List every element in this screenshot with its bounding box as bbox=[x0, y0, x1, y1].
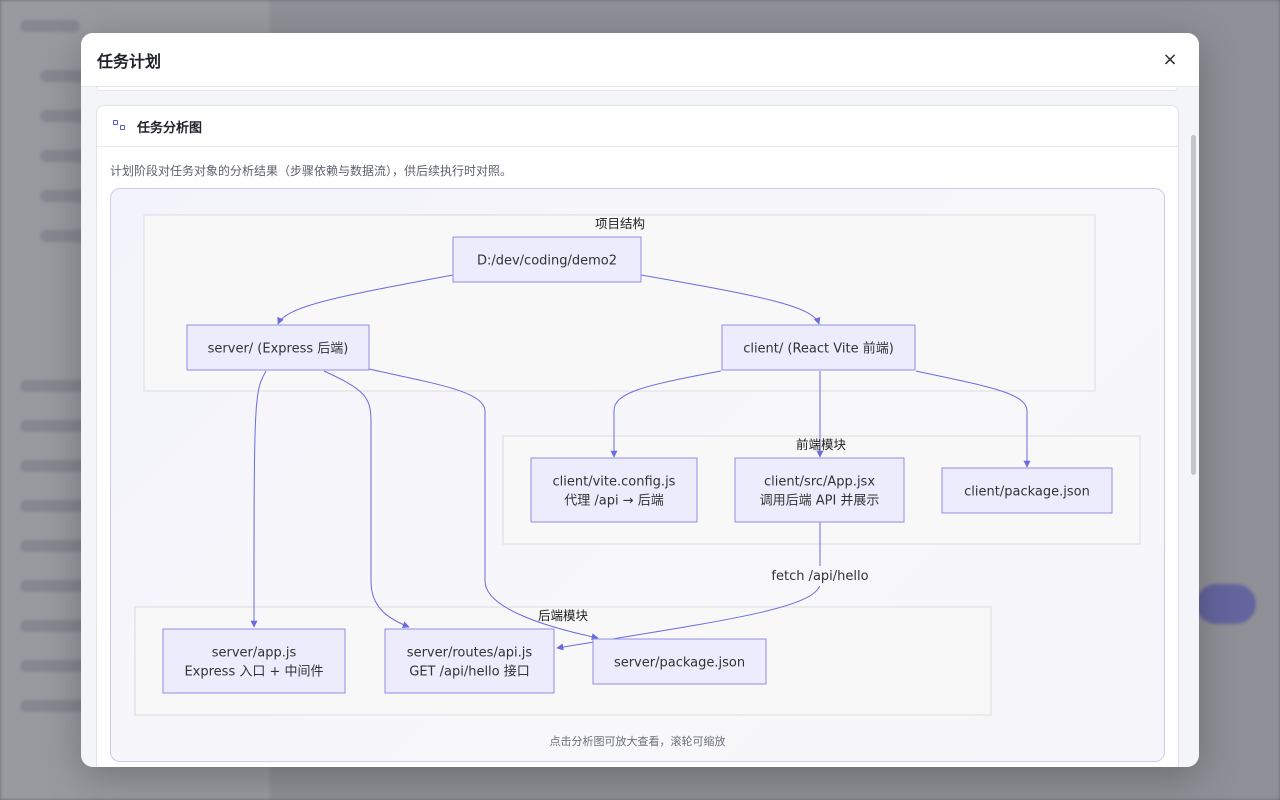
diagram-node-spkg[interactable] bbox=[592, 638, 767, 685]
group-label-g3: 后端模块 bbox=[538, 608, 589, 623]
background-placeholder bbox=[20, 20, 80, 32]
group-label-g1: 项目结构 bbox=[595, 216, 645, 231]
diagram-node-label: server/routes/api.js bbox=[407, 646, 533, 661]
modal-header: 任务计划 × bbox=[81, 33, 1199, 87]
diagram-node-label: client/vite.config.js bbox=[553, 475, 676, 490]
edge-label-fetch: fetch /api/hello bbox=[771, 569, 868, 584]
diagram-node-label: Express 入口 + 中间件 bbox=[184, 665, 323, 680]
diagram-node-label: D:/dev/coding/demo2 bbox=[477, 254, 617, 269]
edge-label-bg bbox=[770, 566, 870, 586]
diagram-node-label: server/package.json bbox=[614, 656, 745, 671]
diagram-node-label: server/ (Express 后端) bbox=[208, 342, 349, 357]
diagram-edge bbox=[610, 370, 722, 458]
diagram-node-server[interactable] bbox=[186, 324, 370, 371]
group-label-g2: 前端模块 bbox=[796, 437, 847, 452]
diagram-edge bbox=[250, 370, 267, 628]
task-analysis-card: 任务分析图 计划阶段对任务对象的分析结果（步骤依赖与数据流），供后续执行时对照。… bbox=[96, 105, 1179, 767]
diagram-canvas: D:/dev/coding/demo2 server/ (Express 后端) c… bbox=[134, 214, 1141, 716]
diagram-node-label: client/src/App.jsx bbox=[764, 475, 875, 490]
diagram-hint: 点击分析图可放大查看，滚轮可缩放 bbox=[549, 735, 726, 748]
background-accent-button bbox=[1196, 584, 1256, 624]
diagram-node-routes[interactable] bbox=[384, 628, 555, 694]
card-title: 任务分析图 bbox=[137, 120, 203, 136]
card-header: 任务分析图 bbox=[97, 106, 1178, 147]
modal-title: 任务计划 bbox=[97, 51, 162, 71]
diagram-node-label: client/package.json bbox=[964, 485, 1090, 500]
task-plan-modal: 任务计划 × 任务分析图 计划阶段对任务对象的分析结果（步骤依赖与数据流），供后… bbox=[81, 33, 1199, 767]
diagram-node-label: client/ (React Vite 前端) bbox=[743, 341, 894, 357]
diagram-node-root[interactable] bbox=[452, 236, 642, 283]
close-icon[interactable]: × bbox=[1162, 49, 1178, 70]
diagram-edge bbox=[640, 274, 821, 325]
diagram-edge bbox=[557, 522, 821, 648]
diagram-node-sapp[interactable] bbox=[162, 628, 346, 694]
diagram-node-label: 代理 /api → 后端 bbox=[564, 494, 664, 509]
previous-card-edge bbox=[96, 87, 1178, 91]
diagram-node-label: GET /api/hello 接口 bbox=[409, 664, 530, 680]
diagram-node-app[interactable] bbox=[734, 457, 905, 523]
diagram-node-cpkg[interactable] bbox=[941, 467, 1113, 514]
analysis-diagram[interactable]: D:/dev/coding/demo2 server/ (Express 后端) c… bbox=[110, 188, 1165, 762]
diagram-edge bbox=[323, 370, 410, 628]
card-description: 计划阶段对任务对象的分析结果（步骤依赖与数据流），供后续执行时对照。 bbox=[110, 164, 513, 178]
diagram-edge bbox=[915, 370, 1031, 468]
diagram-node-vite[interactable] bbox=[530, 457, 698, 523]
diagram-edge bbox=[277, 274, 454, 325]
flow-diagram-icon bbox=[113, 120, 127, 132]
diagram-node-label: 调用后端 API 并展示 bbox=[760, 494, 880, 509]
diagram-edge bbox=[368, 368, 599, 641]
scrollbar[interactable] bbox=[1191, 135, 1196, 475]
diagram-node-client[interactable] bbox=[721, 324, 916, 371]
diagram-node-label: server/app.js bbox=[212, 646, 297, 661]
